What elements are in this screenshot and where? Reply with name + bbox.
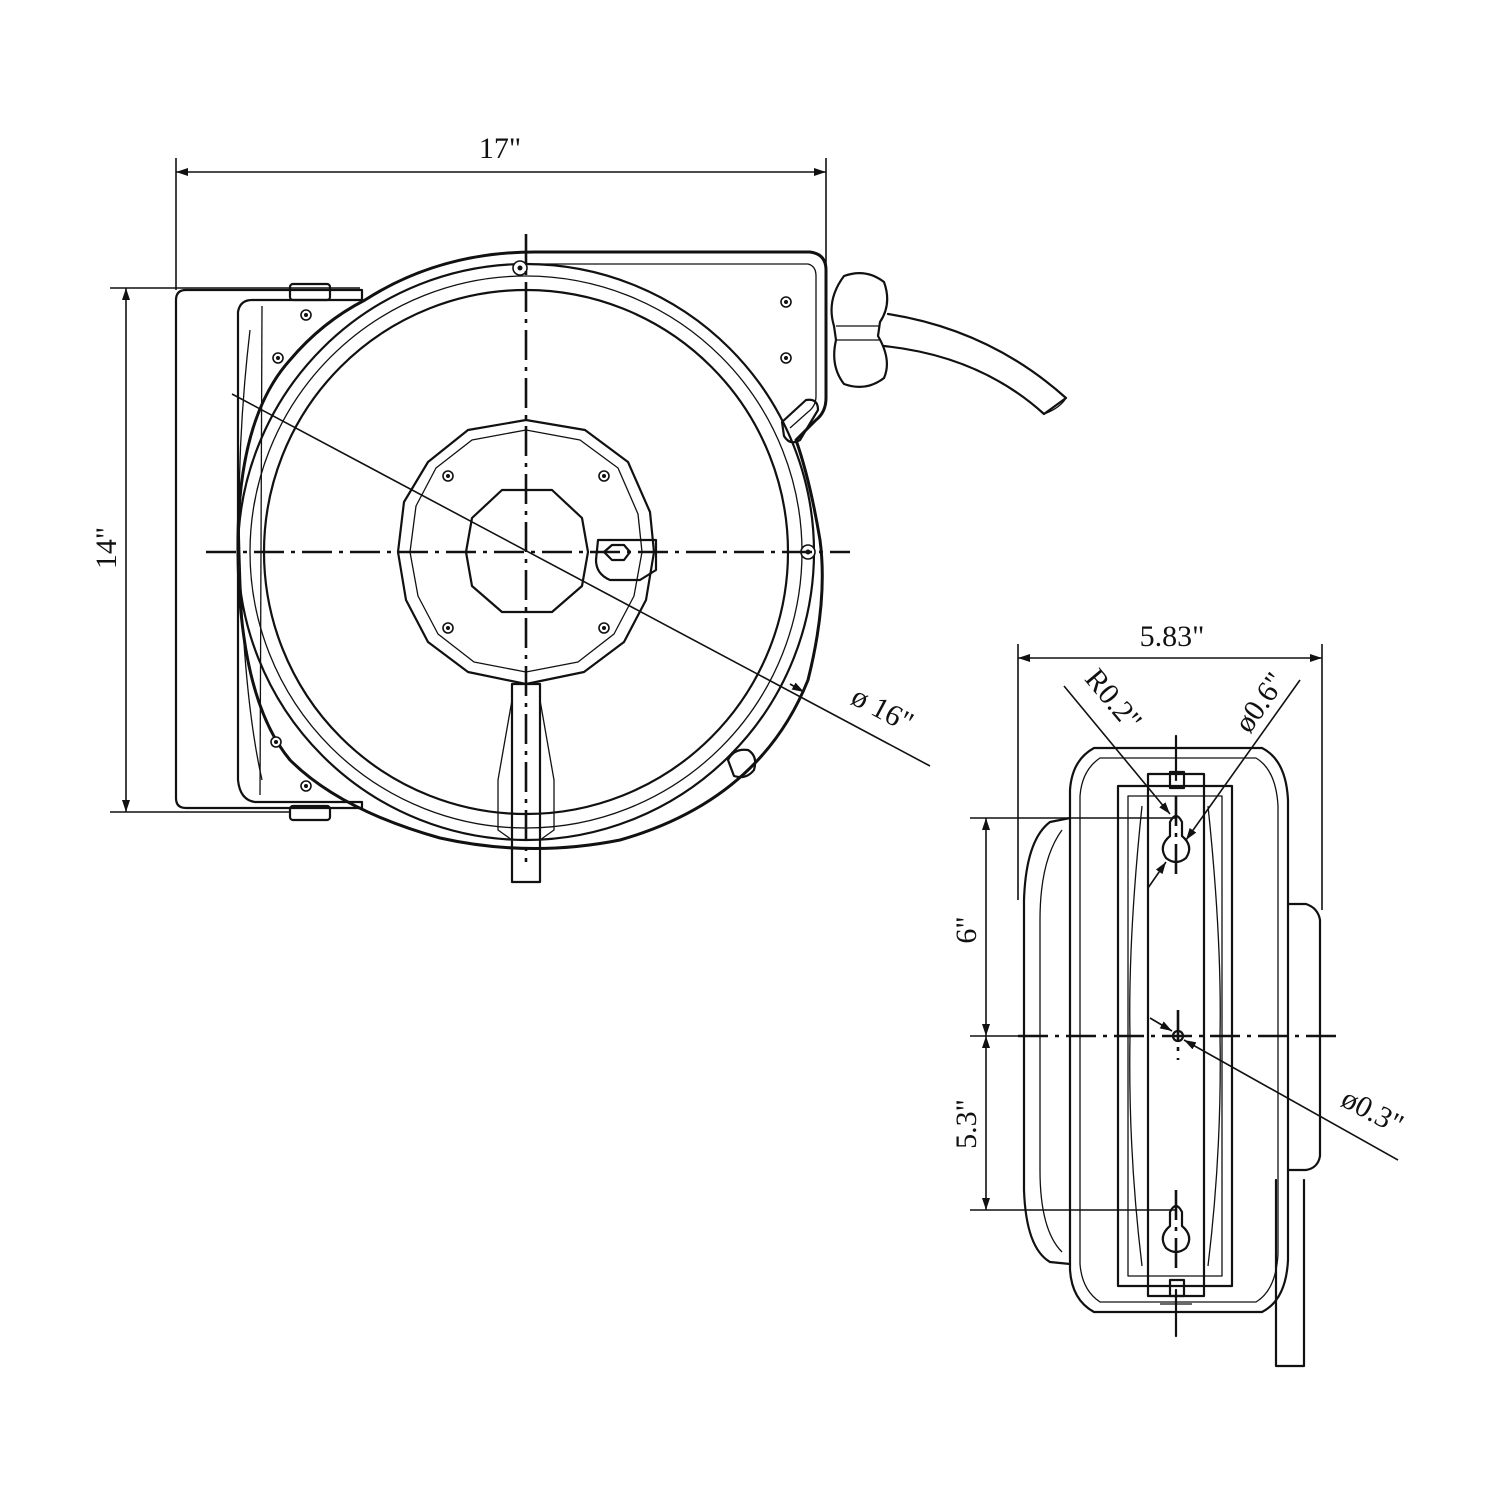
side-channel-inner [1127, 795, 1223, 1277]
side-width-label: 5.83" [1140, 620, 1205, 653]
side-left-cover-inner [1039, 829, 1063, 1253]
hose-stub-end [1043, 397, 1067, 415]
bottom-hinge-clip [288, 804, 332, 822]
upper-spacing-dimension: 6" [950, 817, 1176, 1037]
front-view: 17" 14" ø 16" [90, 132, 1068, 884]
height-label: 14" [90, 527, 123, 569]
width-dimension: 17" [175, 132, 827, 290]
side-width-dimension: 5.83" [1017, 620, 1323, 910]
large-hole-label: ø0.6" [1228, 667, 1292, 739]
housing-inner-rim [535, 263, 817, 429]
hose-outlet-flare [497, 699, 555, 841]
small-hole-label: ø0.3" [1336, 1082, 1409, 1142]
hub-swivel-bracket [594, 538, 658, 582]
diameter-label: ø 16" [846, 680, 919, 740]
side-left-cover [1022, 816, 1072, 1266]
diameter-dimension: ø 16" [231, 393, 931, 767]
side-channel-frame [1116, 784, 1234, 1288]
upper-keyhole-slot [1161, 814, 1191, 864]
hose-stub [882, 312, 1068, 416]
upper-spacing-label: 6" [950, 916, 983, 943]
radius-label: R0.2" [1078, 663, 1148, 738]
hose-outlet-guide [510, 682, 542, 884]
housing-corner-tab [780, 398, 820, 444]
bracket-inner-edge [259, 305, 263, 796]
side-right-cover [1286, 902, 1322, 1172]
side-hose-stub [1274, 1178, 1306, 1368]
lower-spacing-label: 5.3" [950, 1099, 983, 1149]
side-mount-strip [1146, 772, 1206, 1298]
top-hinge-clip [288, 282, 332, 302]
center-hub-octagon [464, 488, 590, 614]
side-body-outline [1068, 746, 1290, 1314]
side-bottom-clip [1168, 1278, 1186, 1298]
housing-side-flange [238, 329, 263, 781]
side-top-clip [1168, 770, 1186, 790]
small-hole-leader: ø0.3" [1149, 1017, 1409, 1161]
mounting-bracket-plate [174, 288, 364, 810]
handle-knob-band [836, 325, 880, 341]
width-label: 17" [479, 132, 521, 165]
lower-keyhole-slot [1161, 1204, 1191, 1254]
handle-knob [830, 271, 889, 389]
side-body-inner [1079, 757, 1279, 1303]
height-dimension: 14" [90, 287, 360, 813]
side-view: 5.83" 6" 5.3" R0.2" ø0.6" [950, 620, 1409, 1368]
lower-spacing-dimension: 5.3" [950, 1036, 1176, 1211]
bottom-lug [726, 748, 757, 779]
